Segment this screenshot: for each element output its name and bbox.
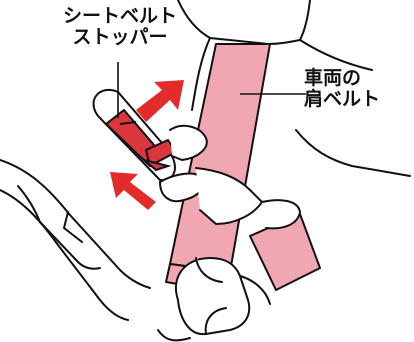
arrow-up-left-icon xyxy=(110,172,156,210)
leader-lines xyxy=(117,62,306,118)
clothing-outline xyxy=(177,0,411,177)
seat-belt-stopper-label-line2: ストッパー xyxy=(72,26,168,48)
hand-lower xyxy=(157,257,271,342)
shoulder-belt-label-line2: 肩ベルト xyxy=(304,88,381,110)
shoulder-belt-label-line1: 車両の xyxy=(304,67,362,89)
shoulder-belt-label: 車両の 肩ベルト xyxy=(304,68,412,110)
seat-belt-stopper-label-line1: シートベルト xyxy=(62,5,177,27)
seat-back-outline xyxy=(0,159,151,321)
arrow-up-right-icon xyxy=(136,80,184,122)
hand-upper xyxy=(159,124,301,230)
seat-belt-stopper-label: シートベルト ストッパー xyxy=(54,6,186,48)
